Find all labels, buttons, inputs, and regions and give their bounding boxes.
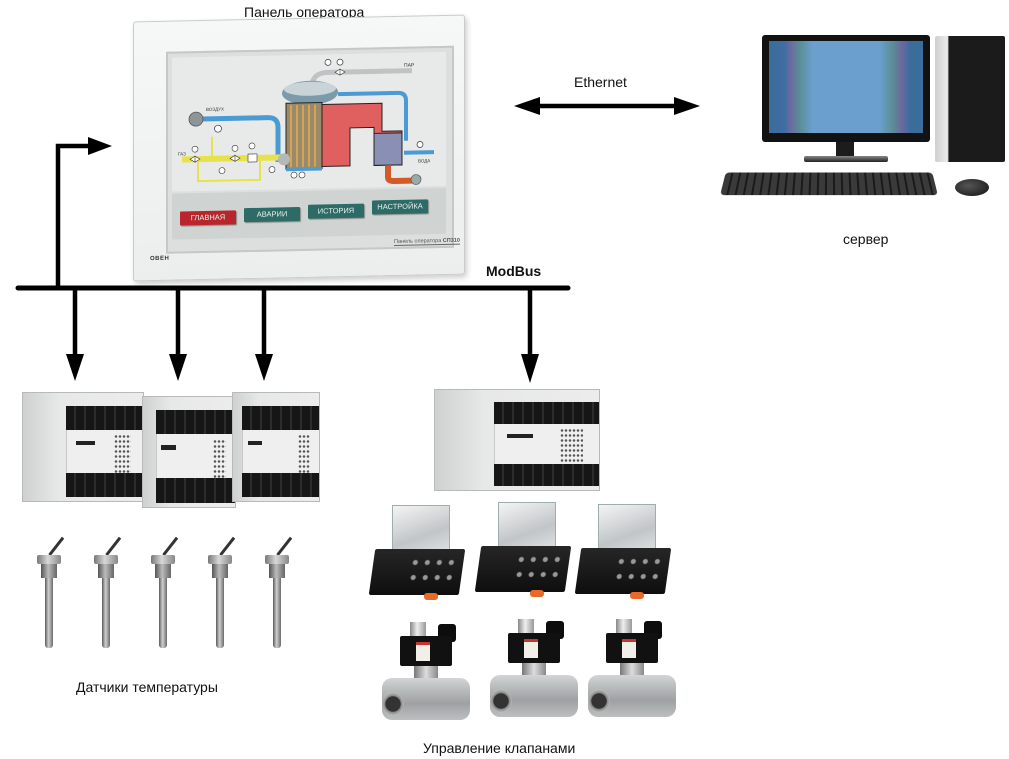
- boiler-mimic-diagram: ПАР ВОДА: [172, 51, 446, 192]
- input-module-1: [22, 392, 144, 502]
- server-monitor-screen: [769, 41, 923, 133]
- module-logo: [507, 434, 534, 438]
- input-module-2: [142, 396, 236, 508]
- module-logo: [248, 440, 263, 445]
- air-label: ВОЗДУХ: [206, 107, 224, 112]
- input-module-3: [232, 392, 320, 502]
- arrow-right-icon: [674, 97, 700, 115]
- server-tower: [935, 36, 1005, 162]
- steam-label: ПАР: [404, 63, 415, 69]
- arrow-down-icon: [66, 354, 84, 381]
- valves-label: Управление клапанами: [423, 740, 576, 756]
- water-label: ВОДА: [418, 158, 430, 163]
- relay-1: [368, 505, 466, 605]
- monitor-stand: [836, 142, 854, 158]
- output-module: [434, 389, 600, 491]
- temperature-sensor-2: [91, 533, 122, 653]
- mouse-icon: [955, 179, 989, 196]
- relay-2: [474, 502, 572, 602]
- operator-panel-screen: ПАР ВОДА: [166, 45, 454, 254]
- server-monitor: [762, 35, 930, 142]
- temperature-sensor-5: [262, 533, 293, 653]
- temperature-sensor-4: [205, 533, 236, 653]
- solenoid-valve-2: [488, 619, 584, 723]
- arrow-down-icon: [521, 354, 539, 383]
- solenoid-valve-1: [380, 622, 476, 726]
- modbus-label: ModBus: [486, 263, 542, 279]
- arrow-down-icon: [169, 354, 187, 381]
- keyboard-icon: [720, 172, 938, 196]
- operator-panel-device: ПАР ВОДА: [133, 14, 465, 282]
- temperature-sensor-3: [148, 533, 179, 653]
- server-label: сервер: [843, 231, 889, 247]
- monitor-stand-base: [804, 156, 888, 162]
- sensors-label: Датчики температуры: [76, 679, 218, 695]
- bus-drops: [66, 288, 539, 383]
- ethernet-label: Ethernet: [574, 74, 627, 90]
- temperature-sensor-1: [34, 533, 65, 653]
- solenoid-valve-3: [586, 619, 682, 723]
- arrow-left-icon: [514, 97, 540, 115]
- arrow-down-icon: [255, 354, 273, 381]
- module-logo: [75, 440, 95, 445]
- gas-label: ГАЗ: [178, 151, 186, 156]
- operator-panel-title: Панель оператора: [244, 4, 365, 20]
- relay-3: [574, 504, 672, 604]
- bus-to-panel-line: [55, 143, 92, 288]
- arrow-to-panel-icon: [88, 137, 112, 155]
- module-logo: [161, 445, 177, 450]
- boiler-mimic-svg: ПАР ВОДА: [178, 58, 434, 185]
